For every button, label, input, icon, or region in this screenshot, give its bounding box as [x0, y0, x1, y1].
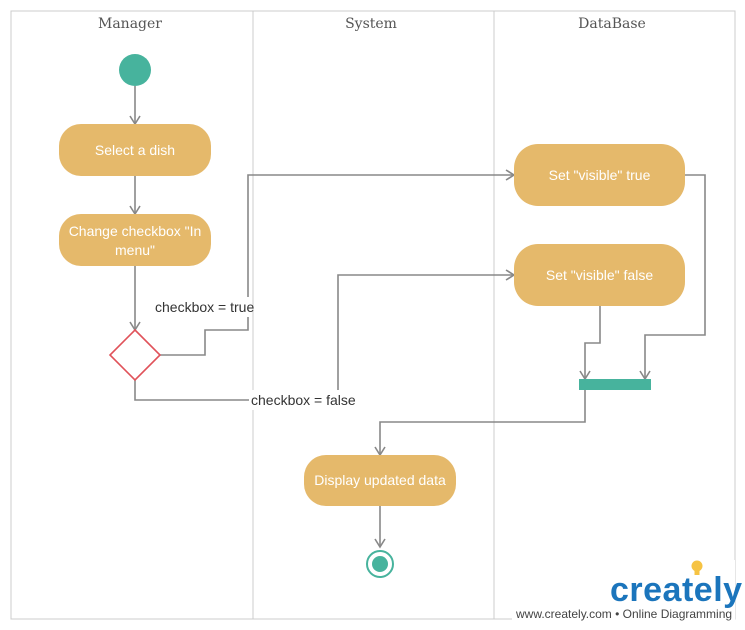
- action-change-checkbox-label-line2: menu": [115, 242, 155, 258]
- creately-logo-text: creately: [610, 571, 743, 609]
- action-set-visible-true[interactable]: Set "visible" true: [514, 144, 685, 206]
- lane-title-database: DataBase: [578, 16, 646, 32]
- action-set-visible-false-label: Set "visible" false: [546, 267, 653, 283]
- swimlane-frame: [10, 10, 736, 620]
- creately-caption: www.creately.com • Online Diagramming: [515, 607, 732, 621]
- creately-watermark: creately www.creately.com • Online Diagr…: [512, 560, 743, 622]
- edge-true-to-join: [639, 174, 706, 381]
- action-display-updated-data-label: Display updated data: [314, 472, 446, 488]
- action-set-visible-true-label: Set "visible" true: [549, 167, 651, 183]
- lane-title-manager: Manager: [98, 16, 162, 32]
- lightbulb-icon: [691, 560, 703, 575]
- decision-node[interactable]: [108, 328, 162, 382]
- start-node: [119, 54, 151, 86]
- action-select-dish[interactable]: Select a dish: [59, 124, 211, 176]
- action-change-checkbox[interactable]: Change checkbox "In menu": [59, 214, 211, 266]
- lane-title-system: System: [345, 16, 397, 32]
- guard-checkbox-true: checkbox = true: [155, 299, 254, 315]
- end-node: [366, 550, 394, 578]
- edge-false-to-join: [579, 305, 601, 381]
- action-select-dish-label: Select a dish: [95, 142, 175, 158]
- action-set-visible-false[interactable]: Set "visible" false: [514, 244, 685, 306]
- guard-checkbox-false: checkbox = false: [251, 392, 356, 408]
- edge-decision-true: [160, 169, 516, 356]
- edge-join-to-display: [374, 390, 586, 457]
- action-change-checkbox-label-line1: Change checkbox "In: [69, 223, 202, 239]
- action-display-updated-data[interactable]: Display updated data: [304, 455, 456, 506]
- join-bar: [579, 379, 651, 390]
